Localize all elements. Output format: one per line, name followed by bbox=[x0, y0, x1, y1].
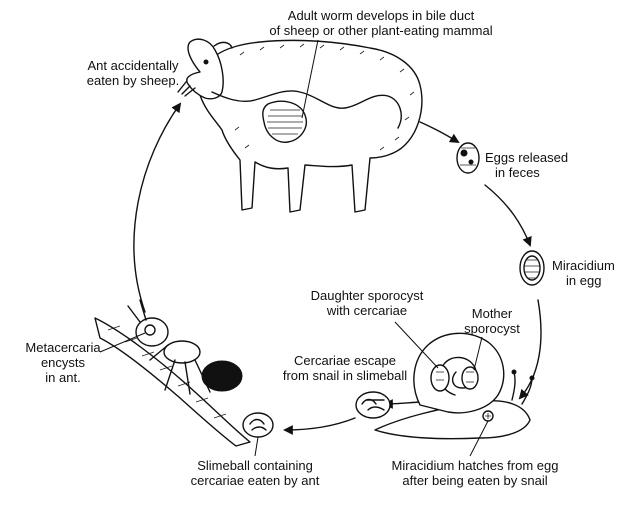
leader-slimeball-eaten bbox=[255, 437, 258, 456]
leader-miracidium-hatches bbox=[470, 421, 488, 456]
leader-mother-sporocyst bbox=[474, 337, 482, 370]
leader-daughter-sporocyst bbox=[395, 322, 438, 368]
leader-metacercaria bbox=[100, 333, 145, 352]
leader-adult-worm bbox=[302, 40, 318, 118]
